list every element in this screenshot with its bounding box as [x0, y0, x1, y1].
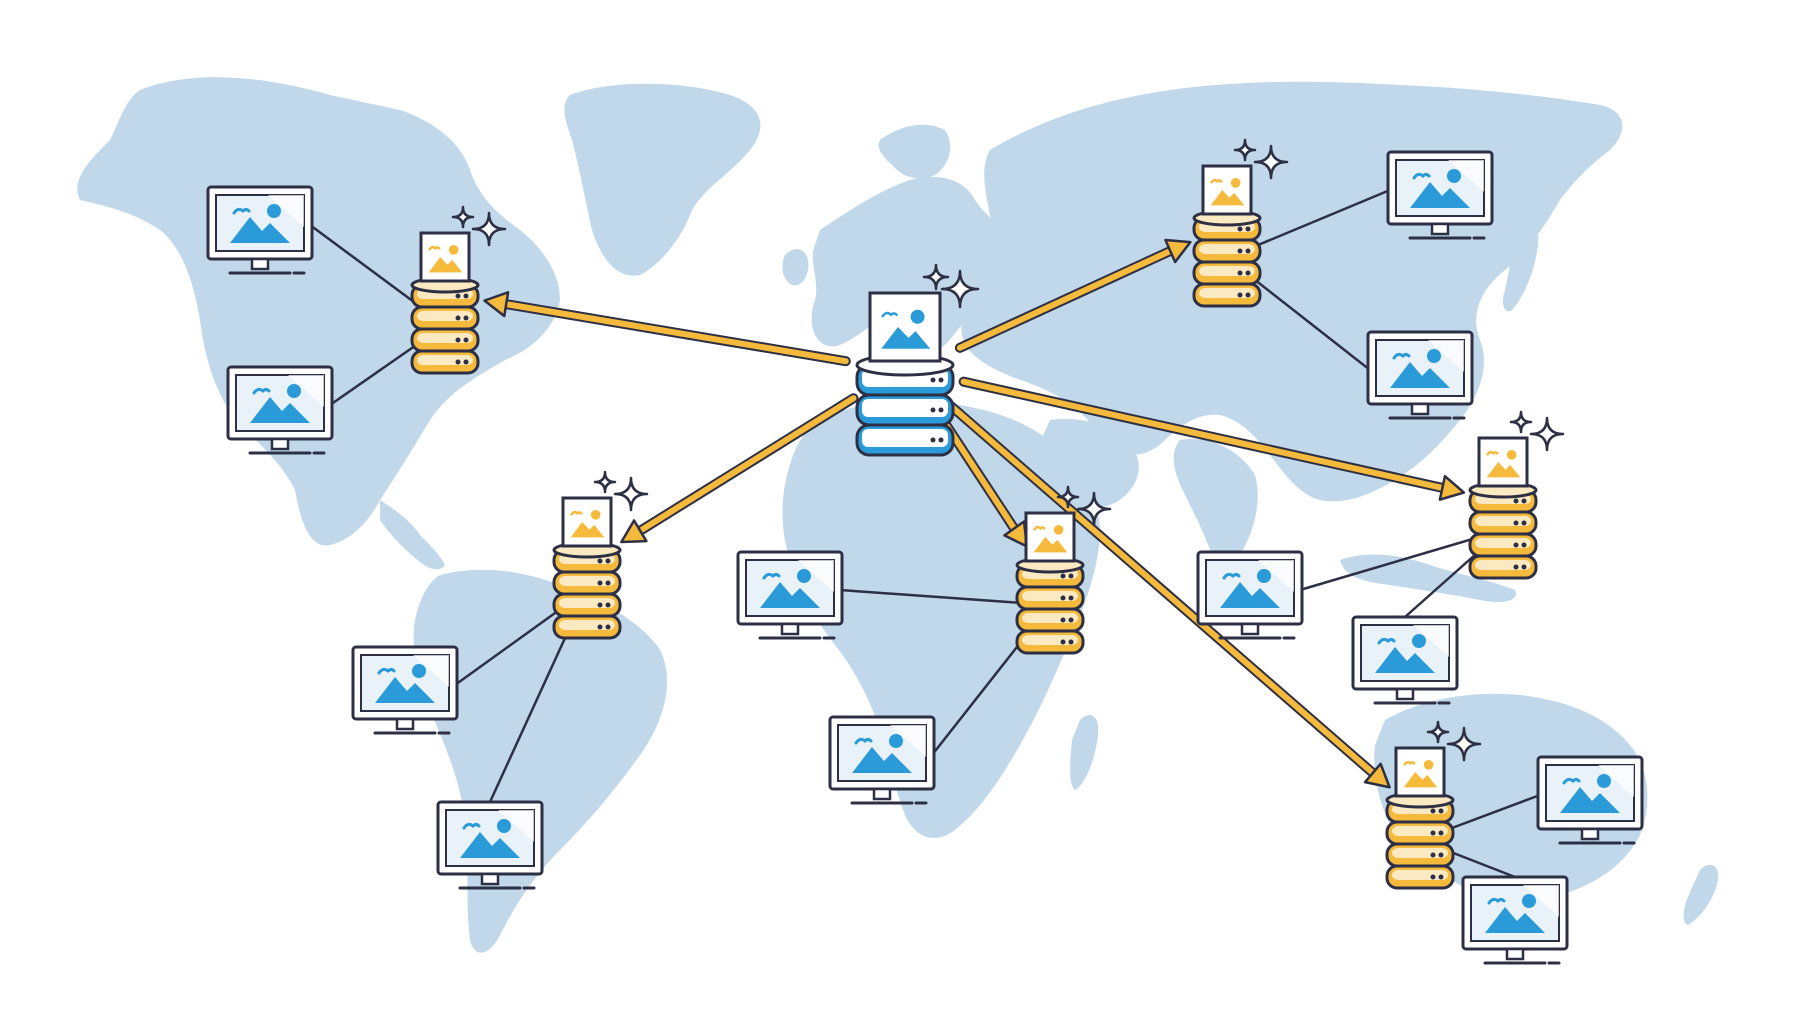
connection-line-client-sea-1 — [1299, 528, 1504, 592]
client-monitors — [206, 150, 1644, 965]
continent-japan — [1502, 218, 1539, 312]
continent-north-america — [77, 77, 560, 546]
image-file-icon — [1201, 164, 1253, 216]
cache-server-icon-edge-africa — [1015, 485, 1112, 655]
sparkle-icon — [1446, 726, 1482, 762]
monitor-image-icon-client-sa-1 — [351, 645, 459, 735]
continent-south-america — [413, 569, 668, 953]
continent-new-zealand — [1683, 864, 1719, 925]
arrow-icon-edge-southeast-asia — [958, 376, 1466, 501]
monitor-image-icon-client-af-1 — [736, 550, 844, 640]
sparkle-icon — [593, 470, 617, 494]
arrow-icon-edge-south-america — [620, 393, 859, 544]
cache-server-icon-edge-australia — [1385, 720, 1482, 890]
image-file-icon — [419, 231, 471, 283]
sparkle-icon — [940, 269, 980, 309]
sparkle-icon — [1056, 485, 1080, 509]
monitor-image-icon-client-au-2 — [1461, 875, 1569, 965]
database-server-icon-origin-europe — [855, 263, 980, 457]
monitor-image-icon-client-ea-1 — [1386, 150, 1494, 240]
monitor-image-icon-client-au-1 — [1536, 755, 1644, 845]
sparkle-icon — [1076, 491, 1112, 527]
image-file-icon — [868, 291, 942, 363]
monitor-image-icon-client-sea-1 — [1196, 550, 1304, 640]
monitor-image-icon-client-sa-2 — [436, 800, 544, 890]
cache-server-icon-edge-east-asia — [1192, 138, 1289, 308]
cache-server-icon-edge-north-america — [410, 205, 507, 375]
sparkle-icon — [922, 263, 950, 291]
monitor-image-icon-client-sea-2 — [1351, 615, 1459, 705]
monitor-image-icon-client-ea-2 — [1366, 330, 1474, 420]
sparkle-icon — [1509, 410, 1533, 434]
sparkle-icon — [613, 476, 649, 512]
monitor-image-icon-client-af-2 — [828, 715, 936, 805]
continent-india — [1173, 439, 1258, 568]
image-file-icon — [1024, 511, 1076, 563]
continent-scandinavia — [878, 124, 951, 179]
cache-server-icon-edge-southeast-asia — [1468, 410, 1565, 580]
servers — [410, 138, 1565, 890]
arrow-icon-edge-australia — [945, 400, 1391, 789]
sparkle-icon — [1426, 720, 1450, 744]
sparkle-icon — [451, 205, 475, 229]
sparkle-icon — [471, 211, 507, 247]
arrow-icon-edge-east-asia — [954, 238, 1192, 353]
sparkle-icon — [1253, 144, 1289, 180]
sparkle-icon — [1233, 138, 1257, 162]
image-file-icon — [1477, 436, 1529, 488]
monitor-image-icon-client-na-1 — [206, 185, 314, 275]
sparkle-icon — [1529, 416, 1565, 452]
image-file-icon — [1394, 746, 1446, 798]
connection-line-client-af-1 — [839, 588, 1051, 607]
continent-central-america — [380, 500, 445, 570]
cache-server-icon-edge-south-america — [552, 470, 649, 640]
arrow-icon-edge-north-america — [483, 291, 851, 367]
continent-africa — [782, 400, 1100, 838]
continent-uk — [782, 248, 809, 286]
continent-greenland — [564, 83, 761, 276]
image-file-icon — [561, 496, 613, 548]
monitor-image-icon-client-na-2 — [226, 365, 334, 455]
continent-arabia — [1041, 418, 1139, 508]
continent-madagascar — [1070, 715, 1099, 790]
